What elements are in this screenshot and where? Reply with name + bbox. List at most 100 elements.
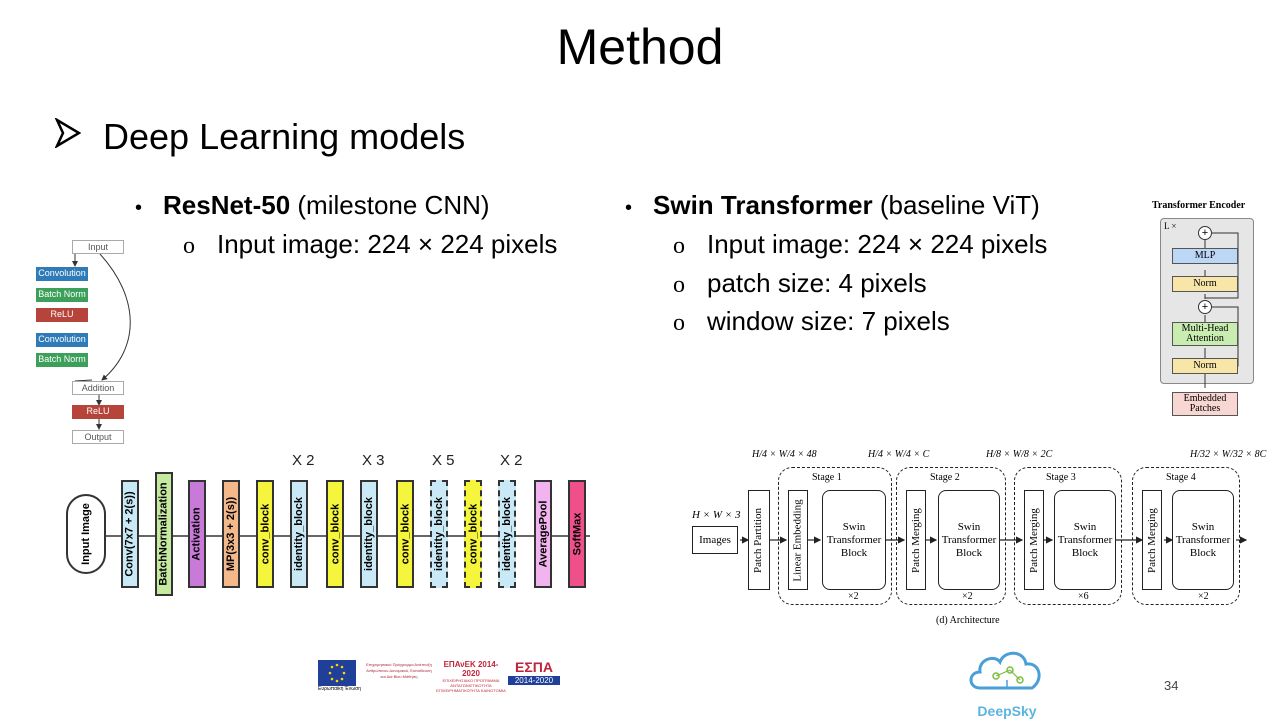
- program-logo: Επιχειρησιακό Πρόγραμμα Ανάπτυξη Ανθρώπι…: [366, 662, 432, 679]
- block-label: Patch Merging: [1145, 507, 1158, 573]
- swin-transformer-block-3: Swin Transformer Block: [1054, 490, 1116, 590]
- plus-icon: +: [1198, 300, 1212, 314]
- rb-conv2: Convolution: [36, 333, 88, 347]
- te-norm-top: Norm: [1172, 276, 1238, 292]
- block-label: SoftMax: [571, 512, 583, 556]
- swin-desc: (baseline ViT): [872, 190, 1040, 220]
- swin-window-size: window size: 7 pixels: [707, 306, 950, 336]
- resnet-name: ResNet-50: [163, 190, 291, 220]
- espa-logo: ΕΣΠΑ 2014-2020: [508, 660, 560, 692]
- espa-years: 2014-2020: [508, 676, 560, 685]
- bullet-dot-icon: •: [625, 197, 633, 219]
- resnet-desc: (milestone CNN): [290, 190, 490, 220]
- resnet-identity-block-3: identity_block: [430, 480, 448, 588]
- resnet-identity-block-4: identity_block: [498, 480, 516, 588]
- swin-stage-1: [778, 467, 892, 605]
- block-label: conv_block: [467, 503, 479, 565]
- circle-bullet-icon: o: [183, 233, 195, 259]
- deepsky-text: DeepSky: [977, 703, 1037, 719]
- block-label: identity_block: [433, 497, 445, 571]
- block-label: conv_block: [259, 503, 271, 565]
- resnet-averagepool: AveragePool: [534, 480, 552, 588]
- te-title: Transformer Encoder: [1152, 200, 1246, 211]
- swin-sub-item: o patch size: 4 pixels: [673, 268, 927, 299]
- swin-name: Swin Transformer: [653, 190, 873, 220]
- resnet-conv7: Conv(7x7 + 2(s)): [121, 480, 139, 588]
- epanek-subtitle: ΕΠΙΧΕΙΡΗΣΙΑΚΟ ΠΡΟΓΡΑΜΜΑ ΑΝΤΑΓΩΝΙΣΤΙΚΟΤΗΤ…: [436, 678, 506, 693]
- te-arrows: [1204, 232, 1239, 388]
- swin-patch-partition: Patch Partition: [748, 490, 770, 590]
- stage-label: Stage 4: [1166, 472, 1196, 483]
- te-repeat: L ×: [1164, 221, 1177, 231]
- resnet-activation: Activation: [188, 480, 206, 588]
- repeat-label: X 3: [362, 452, 385, 469]
- te-multi-head-attention: Multi-Head Attention: [1172, 322, 1238, 346]
- swin-input-dim: H × W × 3: [692, 509, 741, 521]
- swin-patch-merging-2: Patch Merging: [1024, 490, 1044, 590]
- block-label: Patch Merging: [1027, 507, 1040, 573]
- deepsky-logo: DeepSky: [966, 644, 1048, 719]
- block-label: Activation: [191, 507, 203, 561]
- swin-bullet: • Swin Transformer (baseline ViT): [625, 190, 1040, 221]
- repeat-label: X 2: [500, 452, 523, 469]
- eu-text: Ευρωπαϊκή Ένωση: [318, 686, 361, 692]
- resnet-softmax: SoftMax: [568, 480, 586, 588]
- resnet-architecture: Input Image Conv(7x7 + 2(s)) BatchNormal…: [60, 450, 600, 600]
- block-label: BatchNormalization: [158, 482, 171, 586]
- section-heading-text: Deep Learning models: [103, 116, 466, 157]
- swin-dim-label: H/4 × W/4 × C: [868, 449, 930, 460]
- block-label: Patch Merging: [909, 507, 922, 573]
- swin-caption: (d) Architecture: [936, 615, 1000, 626]
- stage-label: Stage 3: [1046, 472, 1076, 483]
- swin-transformer-block-4: Swin Transformer Block: [1172, 490, 1234, 590]
- rb-conv1: Convolution: [36, 267, 88, 281]
- swin-patch-size: patch size: 4 pixels: [707, 268, 927, 298]
- resnet-identity-block-2: identity_block: [360, 480, 378, 588]
- swin-sub-item: o window size: 7 pixels: [673, 306, 950, 337]
- rb-addition: Addition: [72, 381, 124, 395]
- circle-bullet-icon: o: [673, 233, 685, 259]
- rb-output: Output: [72, 430, 124, 444]
- swin-dim-label: H/8 × W/8 × 2C: [986, 449, 1053, 460]
- section-heading: Deep Learning models: [54, 116, 466, 158]
- block-label: MP(3x3 + 2(s)): [225, 496, 237, 572]
- rb-relu2: ReLU: [72, 405, 124, 419]
- residual-block-arrows: [72, 253, 131, 430]
- circle-bullet-icon: o: [673, 310, 685, 336]
- block-label: Patch Partition: [752, 507, 765, 573]
- te-embedded-patches: Embedded Patches: [1172, 392, 1238, 416]
- swin-flow-arrows: [740, 536, 1248, 544]
- slide-title: Method: [556, 19, 724, 75]
- cloud-icon: [969, 651, 1041, 690]
- rb-bn1: Batch Norm: [36, 288, 88, 302]
- swin-images: Images: [692, 526, 738, 554]
- plus-icon: +: [1198, 226, 1212, 240]
- te-mlp: MLP: [1172, 248, 1238, 264]
- resnet-sub-item: o Input image: 224 × 224 pixels: [183, 229, 557, 260]
- repeat-label: ×2: [1198, 591, 1209, 602]
- resnet-input-size: Input image: 224 × 224 pixels: [217, 229, 558, 259]
- block-label: conv_block: [329, 503, 341, 565]
- resnet-conv-block-1: conv_block: [256, 480, 274, 588]
- block-label: identity_block: [501, 497, 513, 571]
- rb-input: Input: [72, 240, 124, 254]
- eu-flag-icon: [318, 660, 356, 686]
- repeat-label: X 5: [432, 452, 455, 469]
- repeat-label: ×6: [1078, 591, 1089, 602]
- swin-transformer-block-2: Swin Transformer Block: [938, 490, 1000, 590]
- resnet-conv-block-4: conv_block: [464, 480, 482, 588]
- espa-title: ΕΣΠΑ: [515, 659, 553, 675]
- block-label: identity_block: [293, 497, 305, 571]
- resnet-batchnorm: BatchNormalization: [155, 472, 173, 596]
- residual-block-diagram: Input Convolution Batch Norm ReLU Convol…: [30, 238, 140, 448]
- resnet-conv-block-2: conv_block: [326, 480, 344, 588]
- swin-architecture: H × W × 3 Images Patch Partition H/4 × W…: [690, 445, 1266, 630]
- page-number: 34: [1164, 678, 1179, 693]
- stage-label: Stage 2: [930, 472, 960, 483]
- swin-stage-2: [896, 467, 1006, 605]
- resnet-identity-block-1: identity_block: [290, 480, 308, 588]
- rb-relu1: ReLU: [36, 308, 88, 322]
- transformer-encoder-diagram: Transformer Encoder L × + MLP Norm + Mul…: [1150, 198, 1262, 420]
- swin-patch-merging-3: Patch Merging: [1142, 490, 1162, 590]
- swin-stage-3: [1014, 467, 1122, 605]
